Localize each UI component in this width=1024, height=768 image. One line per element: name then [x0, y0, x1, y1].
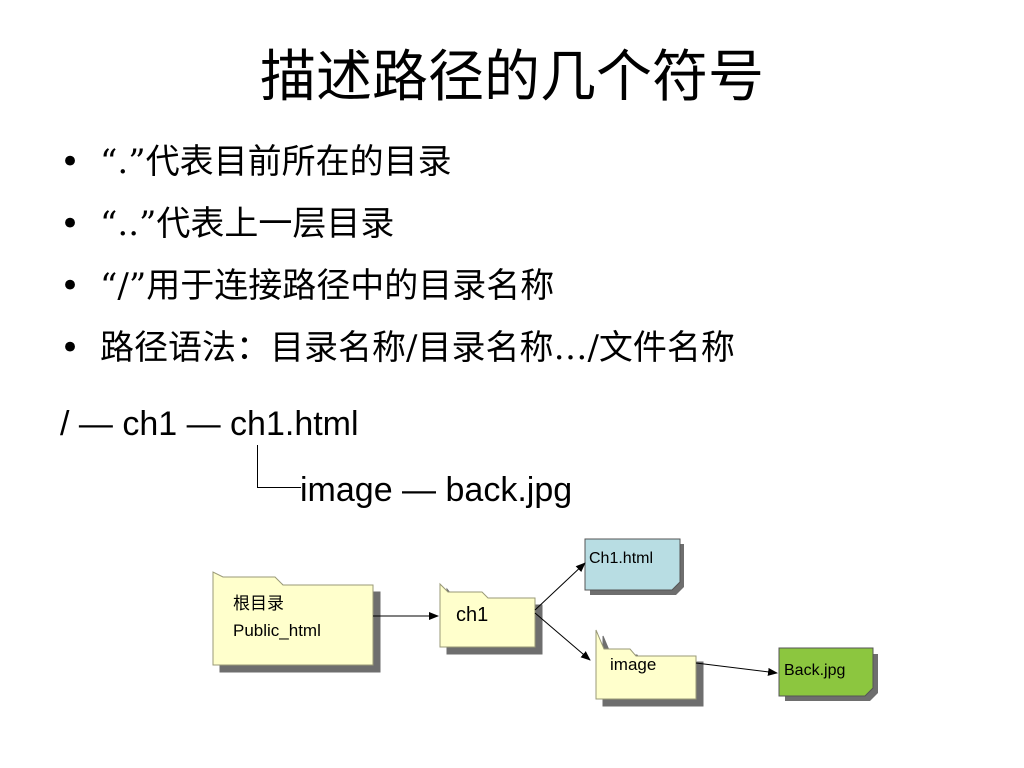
arrow-ch1-to-html: [534, 562, 586, 611]
ch1-folder-label: ch1: [456, 604, 489, 626]
bullet-text: “/”用于连接路径中的目录名称: [100, 266, 555, 306]
arrow-image-to-back: [695, 662, 778, 676]
bullet-item: • “..”代表上一层目录: [60, 199, 1000, 261]
bullet-text: “.”代表目前所在的目录: [100, 142, 452, 182]
tree-line-image: image — back.jpg: [300, 471, 573, 509]
tree-branch-connector: [255, 445, 303, 489]
tree-branch-vertical: [257, 445, 258, 487]
bullet-marker: •: [60, 328, 81, 368]
bullet-text: 路径语法：目录名称/目录名称…/文件名称: [100, 328, 735, 368]
root-folder-label-2: Public_html: [233, 621, 321, 640]
image-folder-label: image: [610, 655, 657, 674]
bullet-text: “..”代表上一层目录: [100, 204, 395, 244]
bullet-marker: •: [60, 142, 81, 182]
bullet-item: • “/”用于连接路径中的目录名称: [60, 261, 1000, 323]
bullet-item: • 路径语法：目录名称/目录名称…/文件名称: [60, 323, 1000, 385]
tree-line-root: / — ch1 — ch1.html: [60, 405, 359, 443]
bullet-item: • “.”代表目前所在的目录: [60, 137, 1000, 199]
bullet-marker: •: [60, 266, 81, 306]
bullet-marker: •: [60, 204, 81, 244]
arrow-ch1-to-image: [534, 612, 591, 661]
back-jpg-file-label: Back.jpg: [784, 662, 846, 679]
root-folder-label-1: 根目录: [233, 594, 284, 613]
ch1-html-file-label: Ch1.html: [589, 550, 654, 567]
slide-title: 描述路径的几个符号: [260, 45, 764, 110]
tree-branch-horizontal: [257, 487, 301, 488]
bullet-list: • “.”代表目前所在的目录 • “..”代表上一层目录 • “/”用于连接路径…: [60, 137, 1000, 385]
